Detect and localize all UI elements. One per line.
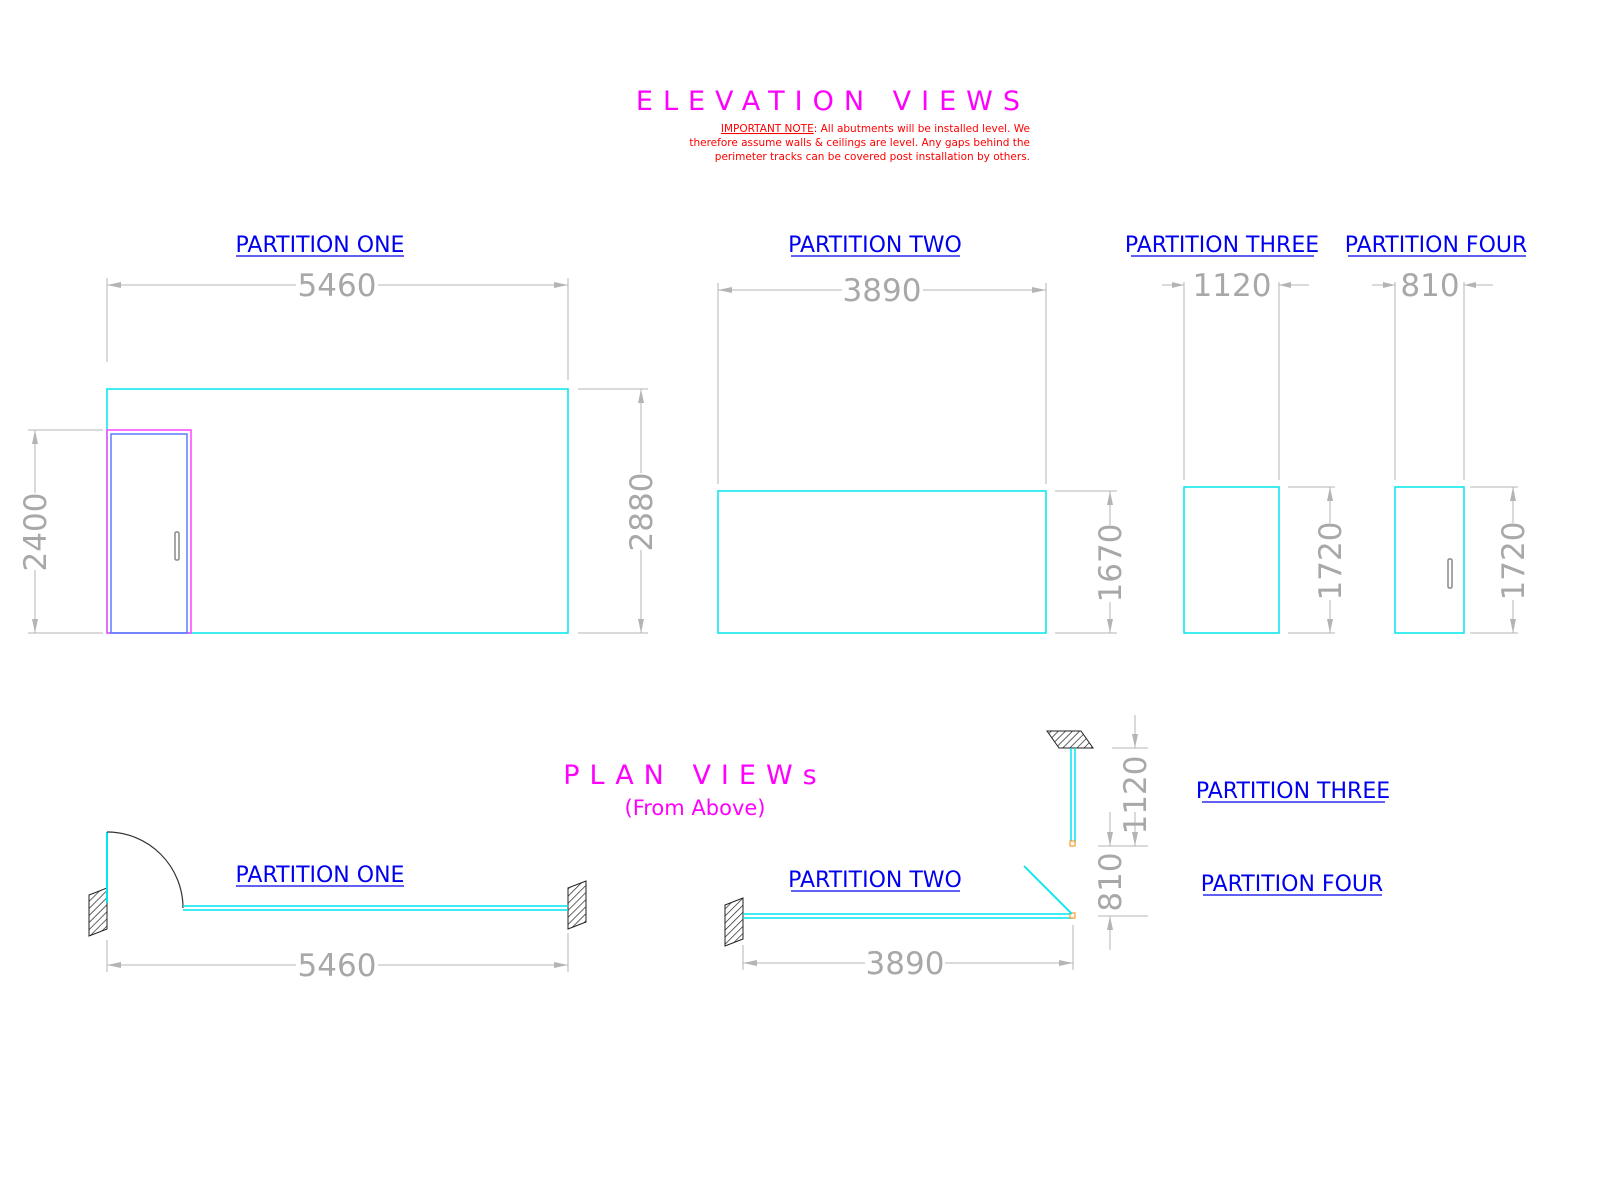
dim-arrow (1172, 282, 1184, 288)
corner-post (1069, 912, 1076, 919)
elevation-partition-four: PARTITION FOUR 810 1720 (1345, 233, 1532, 634)
elevation-partition-two-width: 3890 (843, 273, 922, 309)
wall-hatch-top (1046, 730, 1094, 749)
plan-partition-two: PARTITION TWO 3890 (724, 868, 1076, 982)
dim-arrow (107, 962, 121, 968)
important-note-line-1: IMPORTANT NOTE: All abutments will be in… (721, 123, 1030, 135)
dim-arrow (32, 619, 38, 633)
partition-four-plan-line (1023, 865, 1073, 915)
plan-partition-two-label: PARTITION TWO (788, 868, 962, 893)
plan-partition-three-length: 1120 (1118, 756, 1154, 835)
plan-partition-four-length: 810 (1093, 852, 1129, 911)
plan-partition-one-length: 5460 (298, 948, 377, 984)
dim-arrow (1107, 491, 1113, 505)
wall-hatch-right (567, 880, 587, 930)
plan-partition-three-label: PARTITION THREE (1196, 779, 1390, 804)
dim-arrow (1510, 619, 1516, 633)
dim-arrow (1032, 287, 1046, 293)
dim-arrow (1132, 832, 1138, 846)
dim-arrow (1132, 734, 1138, 748)
partition-four-handle (1447, 558, 1453, 589)
elevation-title: ELEVATION VIEWS (636, 86, 1030, 117)
dim-arrow (1327, 619, 1333, 633)
dim-arrow (554, 282, 568, 288)
dim-arrow (554, 962, 568, 968)
plan-title: PLAN VIEWs (563, 760, 826, 791)
elevation-partition-one-label: PARTITION ONE (236, 233, 405, 258)
important-note-text-1: : All abutments will be installed level.… (814, 123, 1030, 135)
elevation-partition-one-height: 2880 (624, 473, 660, 552)
dim-arrow (638, 619, 644, 633)
elevation-partition-one: PARTITION ONE 5460 2880 2400 (18, 233, 660, 634)
plan-partition-one: PARTITION ONE 5460 (88, 831, 587, 984)
partition-four-panel (1394, 486, 1465, 634)
elevation-partition-four-height: 1720 (1496, 522, 1532, 601)
dim-arrow (1059, 960, 1073, 966)
elevation-partition-three-height: 1720 (1313, 522, 1349, 601)
partition-two-panel (717, 490, 1047, 634)
partition-three-panel (1183, 486, 1280, 634)
elevation-partition-four-width: 810 (1400, 268, 1459, 304)
dim-arrow (638, 389, 644, 403)
elevation-partition-two-height: 1670 (1093, 524, 1129, 603)
elevation-door-height: 2400 (18, 493, 54, 572)
dim-arrow (1383, 282, 1395, 288)
dim-arrow (1279, 282, 1291, 288)
corner-post (1069, 840, 1076, 847)
plan-partition-three-four: 1120 810 PARTITION THREE PARTITION FOUR (1023, 715, 1390, 950)
door-handle (174, 531, 180, 561)
elevation-partition-three: PARTITION THREE 1120 1720 (1125, 233, 1349, 634)
door-swing-arc (106, 831, 184, 909)
dim-arrow (107, 282, 121, 288)
dim-arrow (743, 960, 757, 966)
wall-hatch-left (88, 887, 108, 937)
dim-arrow (718, 287, 732, 293)
elevation-partition-one-width: 5460 (298, 268, 377, 304)
partition-one-panel (106, 388, 569, 634)
important-note-line-2: therefore assume walls & ceilings are le… (689, 137, 1030, 149)
plan-partition-two-length: 3890 (866, 946, 945, 982)
wall-hatch-left (724, 897, 744, 947)
plan-partition-one-label: PARTITION ONE (236, 863, 405, 888)
elevation-partition-two: PARTITION TWO 3890 1670 (717, 233, 1129, 634)
dim-arrow (1107, 916, 1113, 930)
dim-arrow (32, 430, 38, 444)
plan-partition-four-label: PARTITION FOUR (1201, 872, 1384, 897)
plan-subtitle: (From Above) (625, 796, 766, 820)
elevation-partition-four-label: PARTITION FOUR (1345, 233, 1528, 258)
important-note-line-3: perimeter tracks can be covered post ins… (715, 151, 1030, 163)
dim-arrow (1510, 487, 1516, 501)
dim-arrow (1327, 487, 1333, 501)
door-leaf (110, 433, 188, 634)
important-note-label: IMPORTANT NOTE (721, 123, 814, 135)
dim-arrow (1107, 832, 1113, 846)
elevation-partition-three-label: PARTITION THREE (1125, 233, 1319, 258)
elevation-partition-two-label: PARTITION TWO (788, 233, 962, 258)
dim-arrow (1464, 282, 1476, 288)
elevation-partition-three-width: 1120 (1193, 268, 1272, 304)
dim-arrow (1107, 619, 1113, 633)
